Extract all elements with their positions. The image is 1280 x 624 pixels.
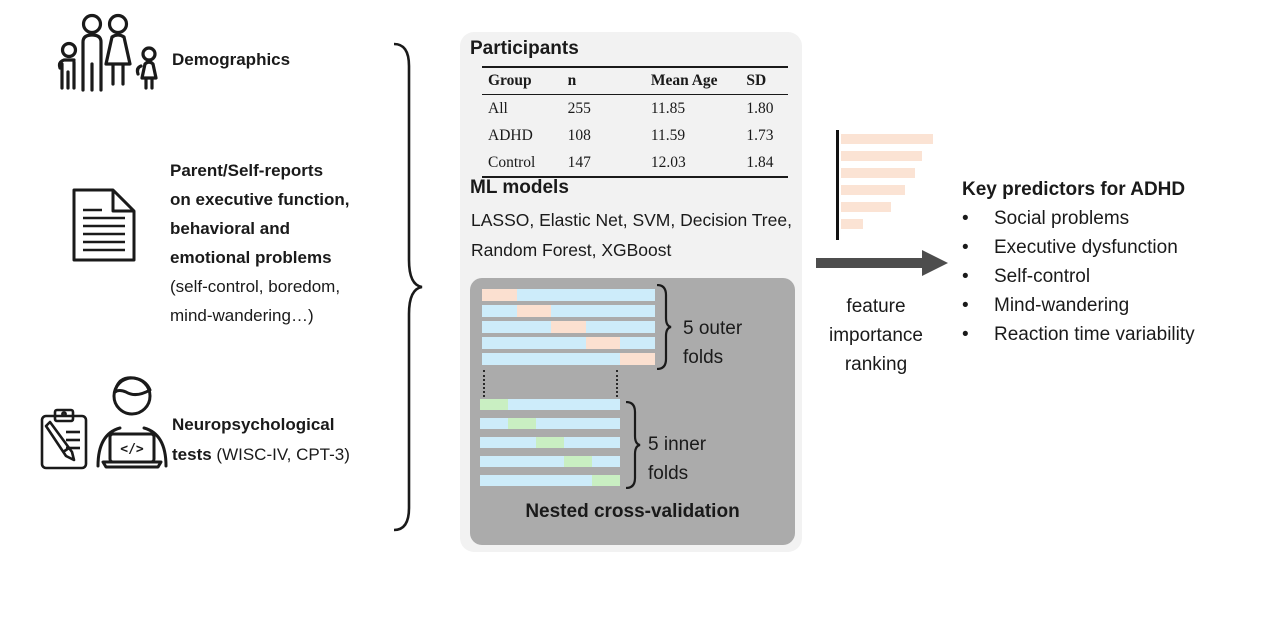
text-line: (self-control, boredom, xyxy=(170,277,341,296)
text-line: Neuropsychological xyxy=(172,415,335,434)
table-cell: 1.73 xyxy=(746,126,774,144)
importance-bar xyxy=(841,185,905,195)
importance-bar xyxy=(841,219,863,229)
table-row: All 255 11.85 1.80 xyxy=(482,95,788,123)
dotted-connector-right xyxy=(616,370,618,401)
outer-folds-diagram xyxy=(482,289,655,369)
methods-panel: Participants Group n Mean Age SD All 255 11.8… xyxy=(460,32,802,552)
column-header: Mean Age xyxy=(650,72,718,89)
clipboard-pencil-icon xyxy=(36,406,94,472)
table-cell: 108 xyxy=(567,126,591,144)
table-row: Control 147 12.03 1.84 xyxy=(482,149,788,177)
table-cell: 11.85 xyxy=(650,99,686,117)
importance-bar xyxy=(841,168,915,178)
fold-bar xyxy=(480,456,620,467)
importance-bar xyxy=(841,202,891,212)
bullet-icon: • xyxy=(962,237,969,258)
list-item: • Mind-wandering xyxy=(962,291,1262,320)
text-line: Parent/Self-reports xyxy=(170,161,324,180)
bullet-icon: • xyxy=(962,266,969,287)
list-item: • Social problems xyxy=(962,204,1262,233)
list-item-label: Reaction time variability xyxy=(994,324,1195,345)
fold-bar xyxy=(480,399,620,410)
key-predictors-title: Key predictors for ADHD xyxy=(962,179,1186,200)
table-cell: 255 xyxy=(567,99,591,117)
list-item-label: Executive dysfunction xyxy=(994,237,1178,258)
text-line: tests (WISC-IV, CPT-3) xyxy=(172,445,350,464)
fold-bar xyxy=(482,321,655,333)
reports-label: Parent/Self-reports on executive function… xyxy=(170,156,349,330)
list-item: • Self-control xyxy=(962,262,1262,291)
outer-folds-label: 5 outer folds xyxy=(683,318,743,368)
flow-label-line: feature xyxy=(846,296,906,317)
fold-bar xyxy=(482,289,655,301)
table-cell: 147 xyxy=(567,153,591,171)
nested-cv-panel: 5 outer folds 5 inner folds Nested cross… xyxy=(470,278,795,545)
demographics-label: Demographics xyxy=(172,50,291,69)
column-header: Group xyxy=(488,72,532,89)
fold-bar xyxy=(482,305,655,317)
list-item: • Reaction time variability xyxy=(962,320,1262,349)
fold-bar xyxy=(480,475,620,486)
importance-bar xyxy=(841,134,933,144)
key-predictors-section: Key predictors for ADHD • Social problems… xyxy=(962,175,1262,349)
inner-folds-bracket xyxy=(625,401,641,489)
table-cell: 1.84 xyxy=(746,153,774,171)
table-cell: 12.03 xyxy=(650,153,686,171)
fold-bar xyxy=(480,437,620,448)
text-line: behavioral and xyxy=(170,219,290,238)
flow-label-line: ranking xyxy=(844,354,908,375)
table-cell: Control xyxy=(488,153,536,171)
document-icon xyxy=(70,186,138,264)
ml-models-title: ML models xyxy=(470,177,569,198)
table-cell: 11.59 xyxy=(650,126,686,144)
table-row: ADHD 108 11.59 1.73 xyxy=(482,122,788,149)
column-header: n xyxy=(567,72,577,89)
svg-text:</>: </> xyxy=(120,442,144,457)
list-item-label: Social problems xyxy=(994,208,1130,229)
feature-importance-chart xyxy=(841,134,933,236)
text-line: mind-wandering…) xyxy=(170,306,314,325)
table-cell: 1.80 xyxy=(746,99,774,117)
participants-title: Participants xyxy=(470,38,579,59)
nested-cv-caption: Nested cross-validation xyxy=(525,501,740,522)
feature-importance-ranking-label: feature importance ranking xyxy=(798,292,954,379)
table-header-row: Group n Mean Age SD xyxy=(482,67,788,95)
list-item-label: Mind-wandering xyxy=(994,295,1130,316)
neuro-tests-label: Neuropsychological tests (WISC-IV, CPT-3) xyxy=(172,410,350,470)
table-cell: ADHD xyxy=(488,126,533,144)
text-line: emotional problems xyxy=(170,248,332,267)
fold-bar xyxy=(480,418,620,429)
family-icon xyxy=(56,12,166,100)
importance-bar xyxy=(841,151,922,161)
right-arrow-icon xyxy=(816,250,948,276)
fold-bar xyxy=(482,353,655,365)
flow-label-line: importance xyxy=(829,325,923,346)
bullet-icon: • xyxy=(962,208,969,229)
curly-brace xyxy=(392,42,424,532)
list-item: • Executive dysfunction xyxy=(962,233,1262,262)
list-item-label: Self-control xyxy=(994,266,1091,287)
ml-models-list: LASSO, Elastic Net, SVM, Decision Tree, … xyxy=(471,210,792,260)
column-header: SD xyxy=(746,72,767,89)
dotted-connector-left xyxy=(483,370,485,401)
inner-folds-diagram xyxy=(480,399,620,494)
bullet-icon: • xyxy=(962,295,969,316)
text-line: on executive function, xyxy=(170,190,350,209)
outer-folds-bracket xyxy=(656,284,672,370)
feature-importance-axis xyxy=(836,130,839,240)
table-cell: All xyxy=(488,99,508,117)
fold-bar xyxy=(482,337,655,349)
bullet-icon: • xyxy=(962,324,969,345)
person-laptop-icon: </> xyxy=(90,372,170,470)
inner-folds-label: 5 inner folds xyxy=(648,434,707,484)
